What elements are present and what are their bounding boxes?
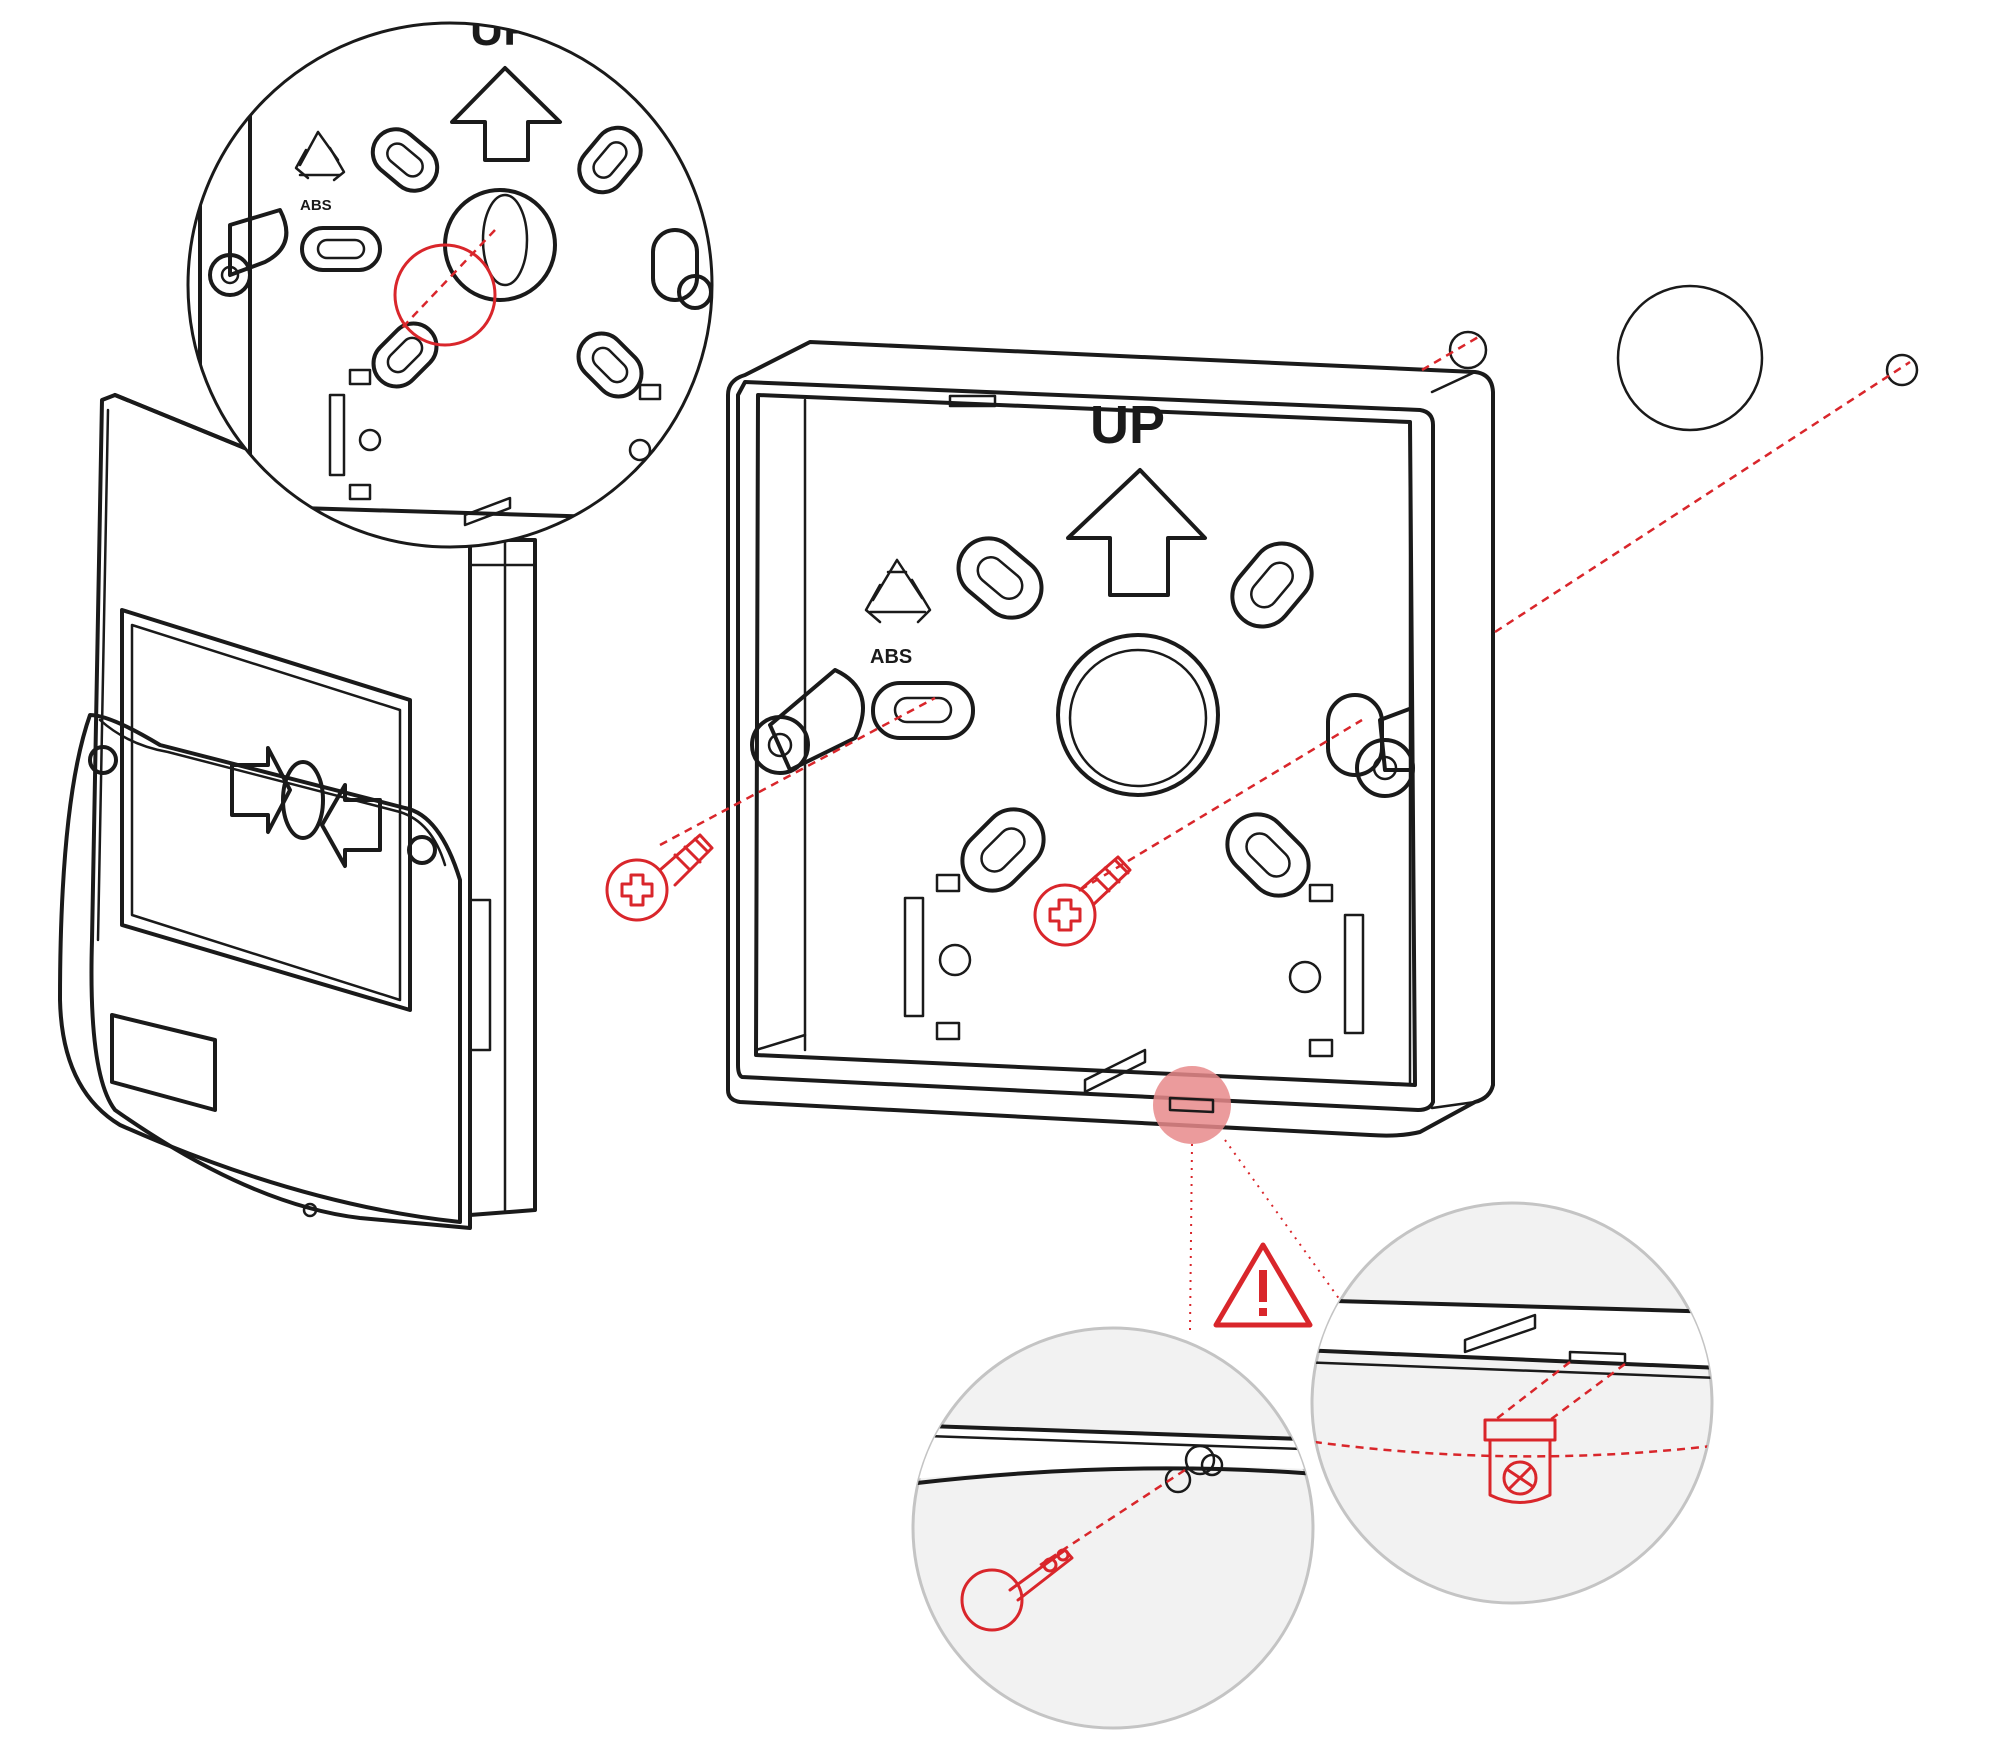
arrow-left-icon — [320, 783, 382, 868]
warning-icon — [1213, 1242, 1313, 1328]
detail-circle-tab — [1310, 1201, 1714, 1605]
detail-circle-screw — [911, 1326, 1315, 1730]
screw-icon — [1033, 883, 1097, 947]
screw-icon — [605, 858, 669, 922]
detail-circle-top: UP ABS — [186, 21, 714, 549]
back-box: UP ABS — [726, 284, 1919, 1144]
recycle-icon — [294, 130, 346, 182]
screw-left — [605, 696, 936, 922]
abs-label-inset: ABS — [300, 197, 332, 214]
abs-label-box: ABS — [870, 646, 912, 668]
call-point-device — [58, 393, 537, 1230]
screw-right — [1033, 718, 1363, 947]
slot-highlight — [1153, 1066, 1231, 1144]
up-arrow-icon — [450, 66, 562, 162]
up-label-box: UP — [1090, 395, 1165, 455]
recycle-icon — [864, 558, 932, 624]
arrow-right-icon — [230, 746, 292, 834]
up-arrow-icon — [1066, 468, 1207, 597]
